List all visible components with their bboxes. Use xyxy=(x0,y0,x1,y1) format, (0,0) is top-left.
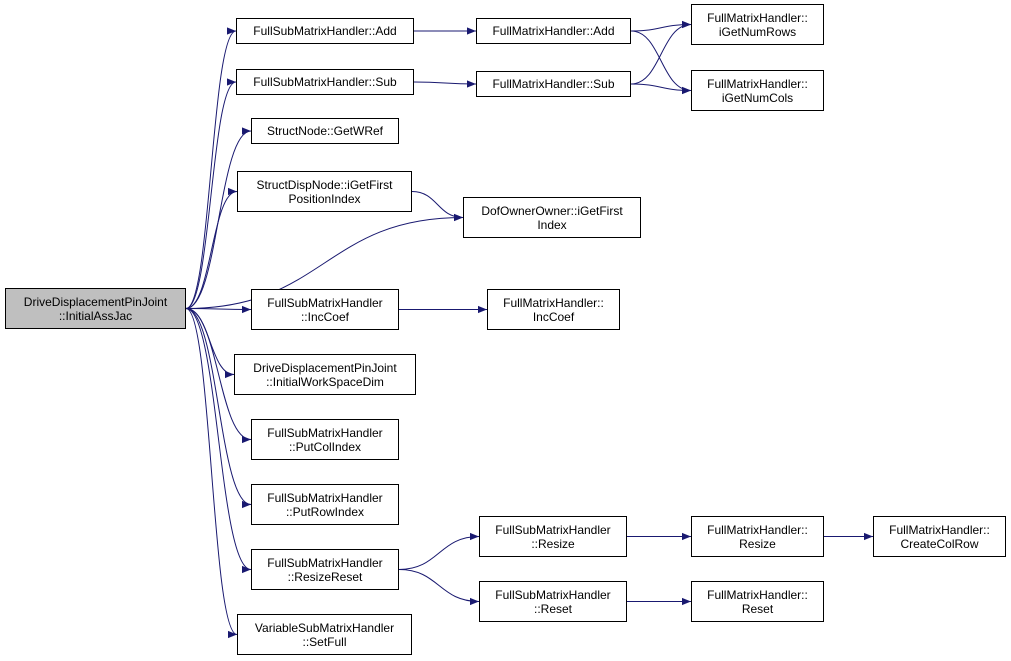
edge-resizereset-to-fsub_resize xyxy=(398,532,480,570)
node-fullmatrixhandler-resize[interactable]: FullMatrixHandler:: Resize xyxy=(691,516,824,557)
node-fullmatrixhandler-igetnumrows[interactable]: FullMatrixHandler:: iGetNumRows xyxy=(691,4,824,45)
node-fullmatrixhandler-inccoef[interactable]: FullMatrixHandler:: IncCoef xyxy=(487,289,620,330)
node-fullsubmatrixhandler-inccoef[interactable]: FullSubMatrixHandler ::IncCoef xyxy=(251,289,399,330)
node-fullmatrixhandler-sub[interactable]: FullMatrixHandler::Sub xyxy=(476,71,631,97)
edge-root-to-disp_getfirst xyxy=(185,187,238,309)
edge-disp_getfirst-to-dofowner xyxy=(411,191,464,222)
node-fullsubmatrixhandler-putcolindex[interactable]: FullSubMatrixHandler ::PutColIndex xyxy=(251,419,399,460)
node-structdispnode-igetfirstpositionindex[interactable]: StructDispNode::iGetFirst PositionIndex xyxy=(237,171,412,212)
edge-resizereset-to-fsub_reset xyxy=(398,569,480,606)
node-fullsubmatrixhandler-resize[interactable]: FullSubMatrixHandler ::Resize xyxy=(479,516,627,557)
edge-fm_sub-to-fm_getnumcols xyxy=(630,83,692,95)
edge-root-to-putcol xyxy=(185,308,252,444)
edge-root-to-dofowner xyxy=(185,213,464,309)
node-fullsubmatrixhandler-reset[interactable]: FullSubMatrixHandler ::Reset xyxy=(479,581,627,622)
node-structnode-getwref[interactable]: StructNode::GetWRef xyxy=(251,118,399,144)
node-fullmatrixhandler-add[interactable]: FullMatrixHandler::Add xyxy=(476,18,631,44)
node-fullmatrixhandler-igetnumcols[interactable]: FullMatrixHandler:: iGetNumCols xyxy=(691,70,824,111)
edge-root-to-varsetfull xyxy=(185,308,238,638)
node-fullsubmatrixhandler-sub[interactable]: FullSubMatrixHandler::Sub xyxy=(236,69,414,95)
node-variablesubmatrixhandler-setfull[interactable]: VariableSubMatrixHandler ::SetFull xyxy=(237,614,412,655)
edge-root-to-fsub_inccoef xyxy=(185,305,252,314)
node-fullmatrixhandler-createcolrow[interactable]: FullMatrixHandler:: CreateColRow xyxy=(873,516,1006,557)
node-dofownerowner-igetfirstindex[interactable]: DofOwnerOwner::iGetFirst Index xyxy=(463,197,641,238)
edge-root-to-putrow xyxy=(185,308,252,509)
edge-root-to-fsub_sub xyxy=(185,78,237,309)
edge-fsub_sub-to-fm_sub xyxy=(413,80,477,88)
edge-fm_add-to-fm_getnumrows xyxy=(630,20,692,32)
node-fullmatrixhandler-reset[interactable]: FullMatrixHandler:: Reset xyxy=(691,581,824,622)
node-drivedisplacementpinjoint-initialassjac: DriveDisplacementPinJoint ::InitialAssJa… xyxy=(5,288,186,329)
node-fullsubmatrixhandler-add[interactable]: FullSubMatrixHandler::Add xyxy=(236,18,414,44)
edge-fm_sub-to-fm_getnumrows xyxy=(630,20,692,85)
node-fullsubmatrixhandler-resizereset[interactable]: FullSubMatrixHandler ::ResizeReset xyxy=(251,549,399,590)
edge-root-to-fsub_add xyxy=(185,27,237,309)
node-fullsubmatrixhandler-putrowindex[interactable]: FullSubMatrixHandler ::PutRowIndex xyxy=(251,484,399,525)
node-drivedisplacementpinjoint-initialworkspacedim[interactable]: DriveDisplacementPinJoint ::InitialWorkS… xyxy=(234,354,416,395)
edge-root-to-resizereset xyxy=(185,308,252,574)
